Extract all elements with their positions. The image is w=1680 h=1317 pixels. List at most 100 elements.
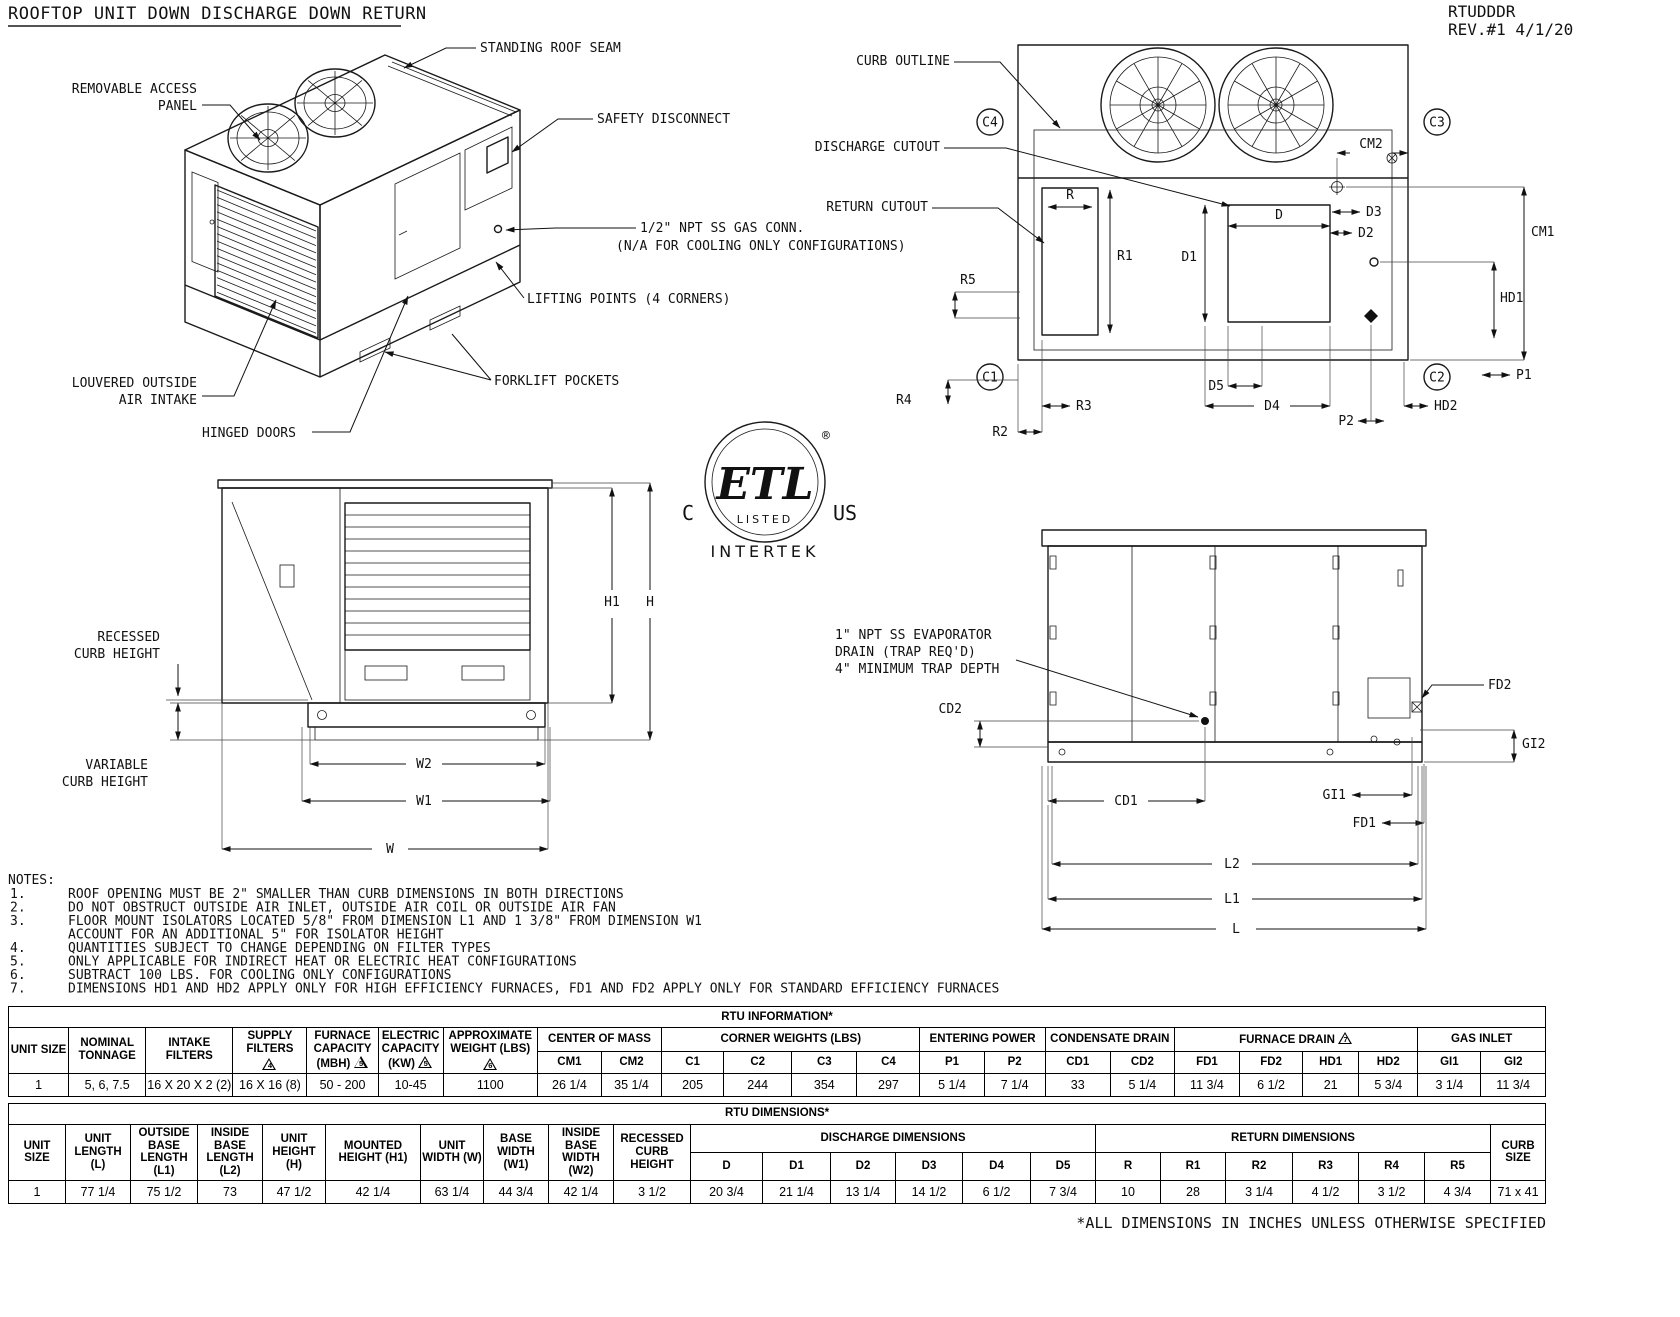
info-group-corner-weights: CORNER WEIGHTS (LBS)	[661, 1026, 921, 1053]
info-val-c2: 244	[723, 1072, 793, 1097]
rtu-information-table: RTU INFORMATION* UNIT SIZE NOMINAL TONNA…	[7, 1006, 1546, 1097]
dim-label-l1: L1	[1224, 892, 1240, 907]
side-rail-hole-2	[1326, 748, 1334, 756]
dim-label-p1: P1	[1516, 368, 1532, 383]
ext-line-cm1	[1346, 186, 1524, 361]
info-sub-c4: C4	[856, 1051, 921, 1074]
note-3-num: 3.	[10, 914, 26, 929]
leader-return-cutout	[932, 207, 1045, 244]
dim-sub-d5: D5	[1030, 1151, 1096, 1182]
dim-val-d: 20 3/4	[690, 1180, 763, 1205]
side-roof-cap	[1041, 529, 1427, 547]
note-5-text: ONLY APPLICABLE FOR INDIRECT HEAT OR ELE…	[68, 955, 577, 970]
info-sub-gi1: GI1	[1417, 1051, 1482, 1074]
dim-label-h1: H1	[604, 595, 620, 610]
side-door-hinges	[1049, 555, 1340, 706]
info-sub-p2: P2	[983, 1051, 1046, 1074]
front-base-rail	[307, 702, 546, 728]
note-3-continued: ACCOUNT FOR AN ADDITIONAL 5" FOR ISOLATO…	[68, 928, 444, 943]
info-sub-p1: P1	[919, 1051, 985, 1074]
dim-val-l1: 75 1/2	[130, 1180, 198, 1205]
dim-label-w1: W1	[416, 794, 432, 809]
front-panel-vent-2	[461, 665, 505, 681]
dim-label-d5: D5	[1208, 379, 1224, 394]
dim-label-c1: C1	[982, 371, 998, 386]
dim-val-h1: 42 1/4	[325, 1180, 421, 1205]
logo-listed-text: LISTED	[737, 513, 794, 526]
info-val-c4: 297	[856, 1072, 921, 1097]
dim-sub-r: R	[1095, 1151, 1161, 1182]
plan-fan-1	[1100, 47, 1216, 163]
ext-lines-variable-curb	[170, 702, 315, 741]
side-x-marker-box	[1411, 701, 1423, 713]
dim-val-w1: 44 3/4	[483, 1180, 549, 1205]
iso-fan-1-spokes	[230, 106, 306, 170]
dim-col-outside-base-length: OUTSIDE BASE LENGTH (L1)	[130, 1123, 198, 1182]
info-col-furnace-capacity: FURNACE CAPACITY (MBH) 5	[306, 1027, 379, 1074]
info-val-fd2: 6 1/2	[1239, 1072, 1304, 1097]
note-2-text: DO NOT OBSTRUCT OUTSIDE AIR INLET, OUTSI…	[68, 901, 616, 916]
dim-label-d4: D4	[1264, 399, 1280, 414]
callout-gas-connection-line1: 1/2" NPT SS GAS CONN.	[640, 221, 804, 236]
dim-label-h: H	[646, 595, 654, 610]
leader-fd2	[1421, 684, 1484, 699]
dim-label-d2: D2	[1358, 226, 1374, 241]
callout-recessed-curb-line2: CURB HEIGHT	[74, 647, 160, 662]
dim-val-unit-size: 1	[8, 1180, 66, 1205]
callout-safety-disconnect: SAFETY DISCONNECT	[597, 112, 730, 127]
info-val-fd1: 11 3/4	[1173, 1072, 1241, 1097]
leader-discharge-cutout	[944, 147, 1231, 207]
ext-lines-h	[538, 482, 650, 741]
info-group-entering-power: ENTERING POWER	[919, 1026, 1046, 1053]
balloon-c4	[976, 108, 1004, 136]
ext-lines-l2	[1051, 766, 1419, 864]
callout-forklift-pockets: FORKLIFT POCKETS	[494, 374, 619, 389]
front-lower-panel	[344, 649, 531, 701]
side-door-handle	[1397, 569, 1404, 587]
dim-sub-d: D	[690, 1151, 763, 1182]
callout-standing-roof-seam: STANDING ROOF SEAM	[480, 41, 621, 56]
side-x-marker	[1411, 701, 1423, 713]
plan-corner-marker-x	[1387, 153, 1397, 163]
rtu-dimensions-table: RTU DIMENSIONS* UNIT SIZE UNIT LENGTH (L…	[7, 1102, 1547, 1205]
ext-lines-cd1	[1047, 727, 1206, 801]
note-6-num: 6.	[10, 968, 26, 983]
info-val-weight: 1100	[442, 1072, 538, 1097]
dim-label-r1: R1	[1117, 249, 1133, 264]
info-val-gi2: 11 3/4	[1480, 1072, 1546, 1097]
iso-condenser-fan-2	[294, 68, 376, 138]
side-access-panel	[1367, 677, 1411, 719]
info-val-cm2: 35 1/4	[600, 1072, 663, 1097]
plan-power-entry-diamond	[1364, 309, 1378, 323]
ext-lines-d4-d5	[1204, 326, 1331, 406]
logo-us-mark: US	[833, 501, 857, 525]
side-rail-hole-1	[1058, 748, 1066, 756]
dim-label-c2: C2	[1429, 371, 1445, 386]
note-2-num: 2.	[10, 901, 26, 916]
balloon-c2	[1423, 363, 1451, 391]
info-sub-c3: C3	[791, 1051, 858, 1074]
callout-evap-drain-line2: DRAIN (TRAP REQ'D)	[835, 645, 976, 660]
front-curb-lines	[314, 727, 539, 741]
info-sub-cd1: CD1	[1044, 1051, 1111, 1074]
balloon-c1	[976, 363, 1004, 391]
dim-label-fd1: FD1	[1353, 816, 1376, 831]
note-5-triangle-icon: 5	[353, 1055, 369, 1068]
leader-evap-drain	[1015, 659, 1199, 718]
ext-lines-w2	[309, 727, 546, 764]
dim-label-gi1: GI1	[1323, 788, 1346, 803]
info-val-cd2: 5 1/4	[1109, 1072, 1175, 1097]
iso-condenser-fan-1	[227, 103, 309, 173]
callout-evap-drain-line3: 4" MINIMUM TRAP DEPTH	[835, 662, 999, 677]
dim-col-inside-base-length: INSIDE BASE LENGTH (L2)	[197, 1123, 263, 1182]
iso-fan-2-spokes	[297, 71, 373, 135]
info-val-unit-size: 1	[7, 1072, 70, 1097]
callout-lifting-points: LIFTING POINTS (4 CORNERS)	[527, 292, 731, 307]
dim-label-w2: W2	[416, 757, 432, 772]
dim-label-r5: R5	[960, 273, 976, 288]
callout-recessed-curb-line1: RECESSED	[97, 630, 160, 645]
callout-removable-access-panel-line1: REMOVABLE ACCESS	[72, 82, 197, 97]
iso-louver-panel	[214, 184, 319, 339]
front-panel-vent-1	[364, 665, 408, 681]
info-sub-gi2: GI2	[1480, 1051, 1546, 1074]
